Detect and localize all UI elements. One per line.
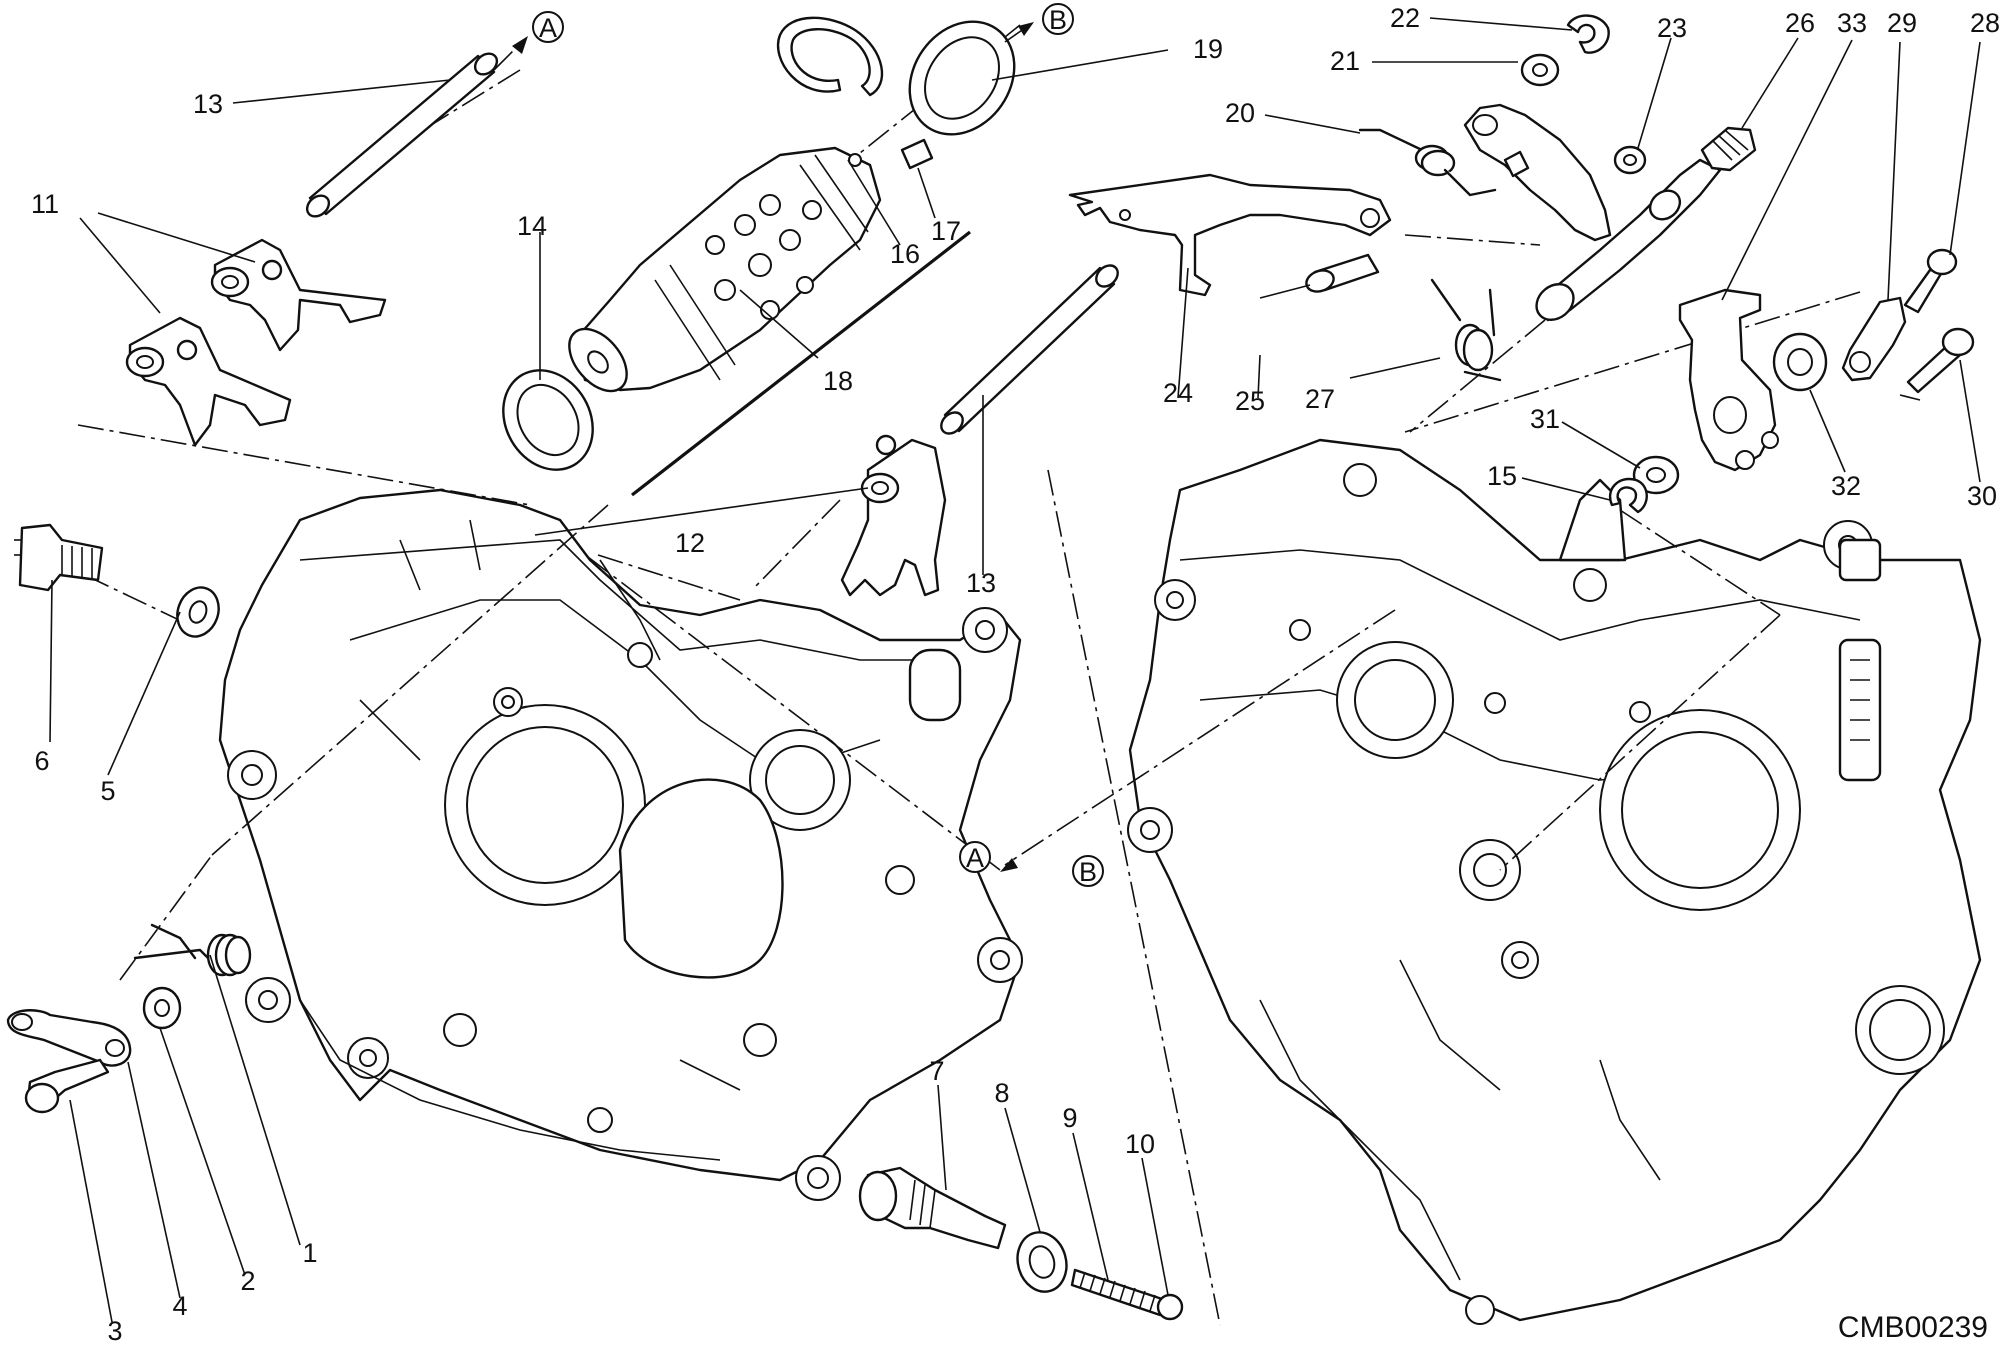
- right-crankcase-half: [1127, 438, 1982, 1325]
- ref-A-top: A: [532, 11, 564, 43]
- callout-13-lower: 13: [966, 568, 996, 598]
- fork-shaft-lower: [940, 264, 1119, 435]
- callout-9: 9: [1062, 1103, 1077, 1133]
- screw-28: [1903, 248, 1958, 314]
- bracket-29: [1841, 296, 1907, 382]
- ref-B-top: B: [1042, 3, 1074, 35]
- callout-5: 5: [100, 776, 115, 806]
- screw-3: [24, 1058, 110, 1114]
- assembly-axis-lines: [77, 24, 1921, 1326]
- callout-26: 26: [1785, 8, 1815, 38]
- ref-B-mid: B: [1072, 855, 1104, 887]
- dowel-pin-17: [900, 138, 934, 170]
- callout-28: 28: [1970, 8, 2000, 38]
- thrust-washer-19: [908, 20, 1016, 136]
- ball-10: [1156, 1293, 1184, 1321]
- sealing-washer-5: [176, 586, 220, 638]
- thrust-washer-14: [502, 369, 594, 471]
- pin-25: [1305, 253, 1380, 293]
- callout-30: 30: [1967, 481, 1997, 511]
- callout-15: 15: [1487, 461, 1517, 491]
- nut-23: [1613, 145, 1647, 175]
- callout-10: 10: [1125, 1129, 1155, 1159]
- neutral-switch-6: [14, 523, 104, 592]
- callout-6: 6: [34, 746, 49, 776]
- circlip-16: [777, 16, 884, 97]
- callout-8: 8: [994, 1078, 1009, 1108]
- svg-text:A: A: [966, 843, 984, 873]
- callout-20: 20: [1225, 98, 1255, 128]
- leader-lines: [49, 17, 1981, 1323]
- callout-14: 14: [517, 211, 547, 241]
- callout-31: 31: [1530, 404, 1560, 434]
- fork-shaft-upper: [305, 52, 499, 218]
- callout-17: 17: [931, 216, 961, 246]
- svg-text:B: B: [1049, 5, 1067, 35]
- callout-32: 32: [1831, 471, 1861, 501]
- callout-11: 11: [31, 189, 59, 219]
- drum-assembly-bracket-line: [631, 230, 971, 497]
- washer-2: [142, 986, 182, 1030]
- sealing-washer-8: [1016, 1231, 1068, 1293]
- callout-21: 21: [1330, 46, 1360, 76]
- callout-23: 23: [1657, 13, 1687, 43]
- callout-13-upper: 13: [193, 89, 223, 119]
- spring-27: [1430, 278, 1502, 382]
- svg-text:B: B: [1079, 857, 1097, 887]
- reference-arrows: [493, 22, 1034, 872]
- shift-fork-12: [840, 434, 947, 597]
- callout-24: 24: [1163, 378, 1193, 408]
- shift-quadrant-plate: [1463, 103, 1612, 242]
- circlip-15: [1609, 477, 1648, 514]
- callout-33: 33: [1837, 8, 1867, 38]
- callout-22: 22: [1390, 3, 1420, 33]
- shift-forks-pair: [125, 238, 387, 447]
- callout-29: 29: [1887, 8, 1917, 38]
- callout-numbers: 13 11 14 16 17 18 19 12 13 6 5 1 2 4 3 7…: [31, 3, 2000, 1345]
- lever-4: [6, 1009, 132, 1067]
- washer-31: [1632, 455, 1680, 495]
- callout-12: 12: [675, 528, 705, 558]
- callout-2: 2: [240, 1266, 255, 1296]
- gear-change-shaft-26: [1535, 126, 1757, 322]
- spring-20: [1358, 128, 1497, 197]
- callout-27: 27: [1305, 384, 1335, 414]
- selector-plate-24: [1068, 173, 1392, 297]
- callout-1: 1: [302, 1238, 317, 1268]
- callout-18: 18: [823, 366, 853, 396]
- return-spring-1: [133, 923, 252, 977]
- ref-A-mid: A: [959, 841, 991, 873]
- clip-22: [1566, 14, 1610, 54]
- callout-25: 25: [1235, 386, 1265, 416]
- callout-3: 3: [107, 1316, 122, 1345]
- screw-30: [1906, 327, 1975, 394]
- callout-16: 16: [890, 239, 920, 269]
- callout-7: 7: [929, 1056, 944, 1086]
- bolt-7: [858, 1166, 1007, 1250]
- svg-text:A: A: [539, 13, 557, 43]
- ratchet-plate-33: [1678, 288, 1779, 472]
- callout-19: 19: [1193, 34, 1223, 64]
- left-crankcase-half: [218, 488, 1023, 1201]
- gear-selector-drum: [568, 146, 882, 393]
- washer-21: [1520, 53, 1560, 87]
- drawing-code: CMB00239: [1838, 1311, 1988, 1344]
- callout-4: 4: [172, 1291, 187, 1321]
- spring-9: [1070, 1268, 1167, 1317]
- washer-32: [1772, 332, 1828, 392]
